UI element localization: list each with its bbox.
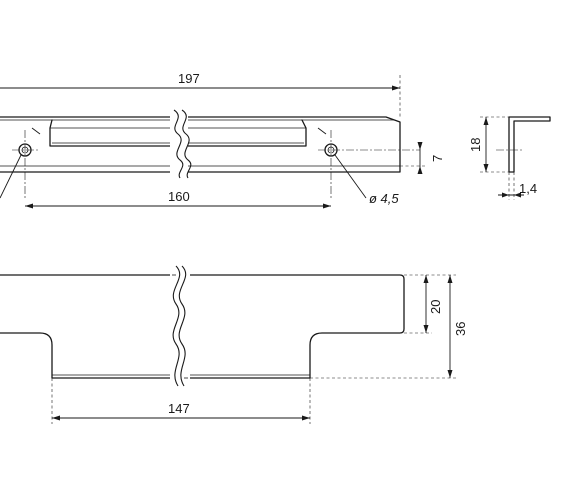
front-view-outline [0,274,405,379]
dimension-hole-spacing: 160 [25,189,331,209]
dimension-overall-length: 197 [0,71,401,117]
dimension-flange-height: 20 [404,274,456,334]
break-line-top-1 [173,109,184,179]
side-profile-outline [508,116,551,173]
hole-diameter-label: ø 4,5 [369,191,399,206]
overall-length-label: 197 [178,71,200,86]
mounting-hole-right [318,130,420,200]
bottom-length-label: 147 [168,401,190,416]
dimension-total-height: 36 [310,275,468,379]
total-height-label: 36 [453,322,468,336]
dimension-bottom-length: 147 [51,378,311,424]
break-line-front-1 [178,265,187,387]
hole-leader-left [0,154,22,199]
hole-spacing-label: 160 [168,189,190,204]
side-profile: 18 1,4 [468,116,551,200]
profile-thickness-label: 1,4 [519,181,537,196]
mounting-hole-left [12,130,38,200]
profile-height-label: 18 [468,138,483,152]
top-view-outline [0,116,401,173]
break-line-front-2 [172,265,181,387]
flange-height-label: 20 [428,300,443,314]
hole-leader-right [334,154,367,199]
dimension-hole-offset: 7 [400,142,445,174]
break-gap-front [170,268,190,384]
diameter-leader-arc [31,127,41,135]
front-view [0,265,405,387]
hole-offset-label: 7 [430,155,445,162]
top-view [0,109,420,200]
break-line-top-2 [181,109,192,179]
